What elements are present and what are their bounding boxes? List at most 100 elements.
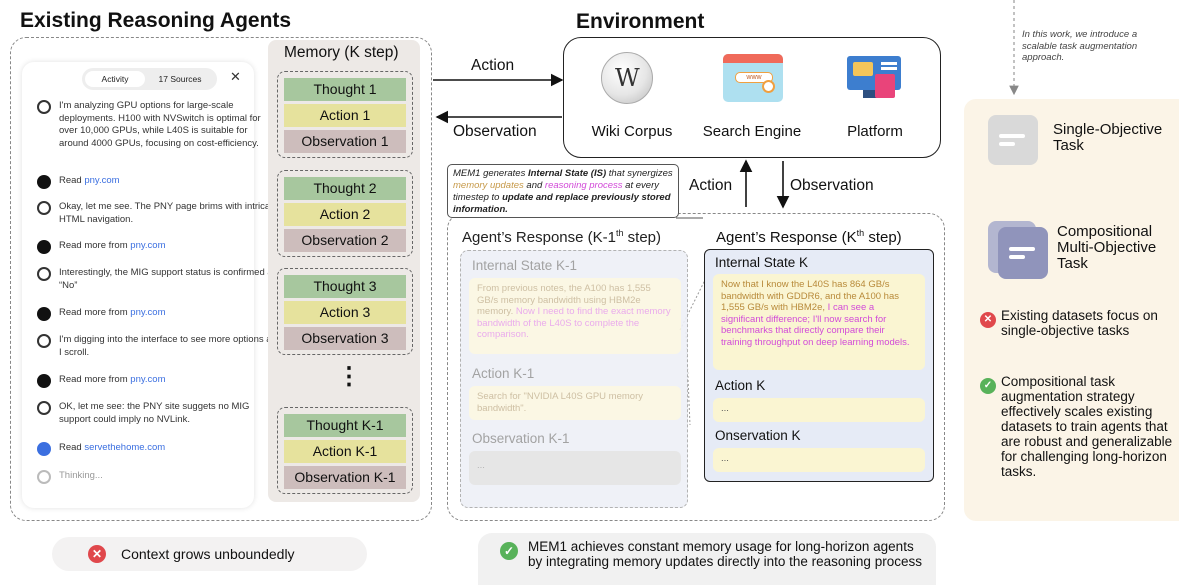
chat-item-prefix: Read xyxy=(59,175,85,186)
thought-box: Thought 1 xyxy=(284,78,406,101)
action-box: Action 3 xyxy=(284,301,406,324)
source-link[interactable]: pny.com xyxy=(84,175,120,186)
prev-is-label: Internal State K-1 xyxy=(472,258,578,273)
read-icon xyxy=(37,307,51,321)
chat-item-text: Okay, let me see. The PNY page brims wit… xyxy=(59,201,279,225)
tab-sources[interactable]: 17 Sources xyxy=(158,74,202,84)
chat-item-prefix: Read xyxy=(59,442,85,453)
prev-is-box: From previous notes, the A100 has 1,555 … xyxy=(469,278,681,354)
cur-response-title: Agent’s Response (Kth step) xyxy=(716,228,902,246)
thought-box: Thought 3 xyxy=(284,275,406,298)
check-icon: ✓ xyxy=(500,542,518,560)
cur-action-label: Action K xyxy=(715,378,766,393)
existing-agents-panel xyxy=(10,37,432,521)
prev-response-title: Agent’s Response (K-1th step) xyxy=(462,228,661,246)
chat-panel: Activity 17 Sources ✕ xyxy=(22,62,254,508)
cur-obs-label: Onservation K xyxy=(715,428,801,443)
observation-box: Observation 2 xyxy=(284,229,406,252)
servethehome-icon xyxy=(37,442,51,456)
memory-block: Thought 1 Action 1 Observation 1 xyxy=(277,71,413,158)
chat-item-prefix: Read more from xyxy=(59,240,131,251)
thinking-text: Thinking... xyxy=(59,470,103,481)
prev-response-title-a: Agent’s Response (K-1 xyxy=(462,229,616,246)
close-icon[interactable]: ✕ xyxy=(230,69,241,84)
chat-item-text: I'm digging into the interface to see mo… xyxy=(59,334,277,358)
observation-label-mid: Observation xyxy=(790,177,874,194)
chat-item-text: OK, let me see: the PNY site suggets no … xyxy=(59,401,250,425)
openai-icon xyxy=(37,470,51,484)
chat-item-text: I'm analyzing GPU options for large-scal… xyxy=(59,100,261,149)
right-intro-text: In this work, we introduce a scalable ta… xyxy=(1022,29,1138,63)
read-icon xyxy=(37,175,51,189)
action-label-top: Action xyxy=(471,57,515,74)
chat-item-text: Interestingly, the MIG support status is… xyxy=(59,267,278,291)
prev-obs-box: ... xyxy=(469,451,681,485)
chat-tabs: Activity 17 Sources xyxy=(82,68,217,90)
action-box: Action K-1 xyxy=(284,440,406,463)
chat-item-prefix: Read more from xyxy=(59,307,131,318)
memory-block: Thought 2 Action 2 Observation 2 xyxy=(277,170,413,257)
single-task-icon-line xyxy=(999,134,1025,138)
cart-icon xyxy=(853,62,873,76)
chat-item: I'm digging into the interface to see mo… xyxy=(37,334,279,359)
chat-item: Interestingly, the MIG support status is… xyxy=(37,267,279,292)
cur-response-title-sup: th xyxy=(856,228,865,238)
platform-icon xyxy=(847,54,905,100)
prev-action-box: Search for "NVIDIA L40S GPU memory bandw… xyxy=(469,386,681,420)
cur-action-box: ... xyxy=(713,398,925,422)
prev-response-title-sup: th xyxy=(615,228,624,238)
cur-obs-box: ... xyxy=(713,448,925,472)
cur-is-text-a: Now that I know the L40S has 864 GB/s ba… xyxy=(721,279,899,313)
right-panel: Single-Objective Task Compositional Mult… xyxy=(964,99,1179,521)
cur-is-text-b: I can see a significant difference; I'll… xyxy=(721,302,910,348)
openai-icon xyxy=(37,100,51,114)
monitor-stand xyxy=(863,90,885,98)
www-bar: www xyxy=(735,72,773,83)
action-box: Action 2 xyxy=(284,203,406,226)
chat-item: Read more from pny.com xyxy=(37,240,279,254)
prev-is-text-b: Now I need to find the exact memory band… xyxy=(477,306,671,340)
cross-icon: ✕ xyxy=(980,312,996,328)
source-link[interactable]: servethehome.com xyxy=(84,442,166,453)
action-label-mid: Action xyxy=(689,177,733,194)
bad-point-text: Existing datasets focus on single-object… xyxy=(1001,308,1158,338)
source-link[interactable]: pny.com xyxy=(130,307,166,318)
action-box: Action 1 xyxy=(284,104,406,127)
cur-is-box: Now that I know the L40S has 864 GB/s ba… xyxy=(713,274,925,370)
cur-response-title-b: step) xyxy=(864,229,902,246)
callout-bold-is: Internal State (IS) xyxy=(527,168,607,179)
callout-text: at every timestep to xyxy=(453,180,659,203)
callout-text: MEM1 generates xyxy=(453,168,528,179)
source-link[interactable]: pny.com xyxy=(130,374,166,385)
callout-bold-update: update and replace previously stored inf… xyxy=(453,192,671,215)
single-task-icon-line xyxy=(999,142,1015,146)
single-task-label: Single-Objective Task xyxy=(1053,121,1163,154)
prev-is-text-a: From previous notes, the A100 has 1,555 … xyxy=(477,283,651,317)
left-section-title: Existing Reasoning Agents xyxy=(20,9,292,32)
chat-item: Okay, let me see. The PNY page brims wit… xyxy=(37,201,279,226)
cur-response-panel: Internal State K Now that I know the L40… xyxy=(704,249,934,482)
memory-title-main: Memory xyxy=(284,44,340,61)
callout-memory-updates: memory updates xyxy=(453,180,524,191)
context-status-pill: ✕ Context grows unboundedly xyxy=(52,537,367,571)
search-engine-icon: www xyxy=(723,54,783,102)
memory-block: Thought K-1 Action K-1 Observation K-1 xyxy=(277,407,413,494)
prev-action-label: Action K-1 xyxy=(472,366,535,381)
thought-box: Thought K-1 xyxy=(284,414,406,437)
observation-box: Observation 1 xyxy=(284,130,406,153)
observation-box: Observation K-1 xyxy=(284,466,406,489)
source-link[interactable]: pny.com xyxy=(130,240,166,251)
prev-response-title-b: step) xyxy=(623,229,662,246)
observation-label-top: Observation xyxy=(453,123,537,140)
thought-box: Thought 2 xyxy=(284,177,406,200)
cur-response-title-a: Agent’s Response (K xyxy=(716,229,857,246)
comp-task-icon-line xyxy=(1009,247,1035,251)
chat-item: Read pny.com xyxy=(37,175,279,189)
tab-activity[interactable]: Activity xyxy=(85,71,145,87)
comp-task-label: Compositional Multi-Objective Task xyxy=(1057,223,1157,272)
chat-item-prefix: Read more from xyxy=(59,374,131,385)
callout-text: that synergizes xyxy=(606,168,673,179)
chat-item: Read more from pny.com xyxy=(37,374,279,388)
good-point-text: Compositional task augmentation strategy… xyxy=(1001,374,1173,479)
read-icon xyxy=(37,374,51,388)
